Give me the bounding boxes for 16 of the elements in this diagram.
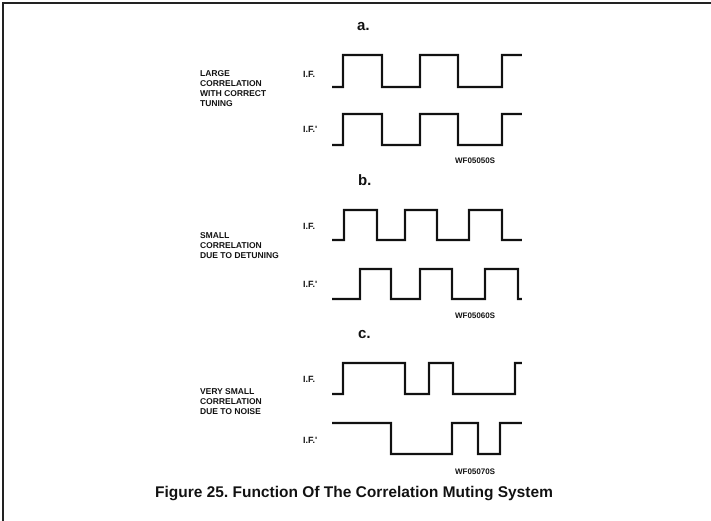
description-text: LARGE CORRELATION WITH CORRECT TUNING [200,68,268,108]
signal-name: I.F.' [303,125,318,134]
waveform-id: WF05070S [455,468,496,476]
description-text: VERY SMALL CORRELATION DUE TO NOISE [200,386,263,416]
signal-name: I.F. [303,222,316,231]
signal-name: I.F.' [303,280,318,289]
waveform-id: WF05060S [455,312,496,320]
panel-letter: c. [358,326,371,341]
description-text: SMALL CORRELATION DUE TO DETUNING [200,230,280,260]
figure-caption: Figure 25. Function Of The Correlation Muting System [155,485,553,500]
waveform-id: WF05050S [455,157,496,165]
signal-name: I.F.' [303,436,318,445]
signal-name: I.F. [303,375,316,384]
panel-letter: a. [357,18,370,33]
signal-name: I.F. [303,70,316,79]
panel-letter: b. [358,173,372,188]
